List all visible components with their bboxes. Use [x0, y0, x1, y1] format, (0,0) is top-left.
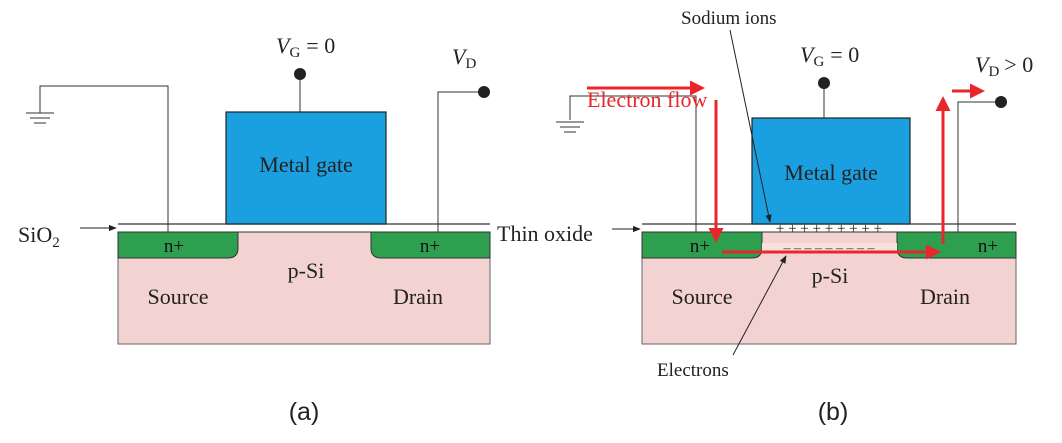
ground-symbol-b [556, 121, 584, 133]
caption-b: (b) [818, 398, 849, 426]
gate-label-b: Metal gate [784, 160, 877, 185]
caption-a: (a) [289, 398, 320, 426]
gate-label-a: Metal gate [259, 152, 352, 177]
n-region-drain-b [896, 231, 1017, 259]
panel-a: Metal gate VG= 0 VD SiO2 n+ n+ p-Si Sour… [18, 33, 491, 426]
drain-terminal-a [478, 86, 490, 98]
ground-symbol-a [26, 112, 54, 124]
source-wire-b [569, 95, 697, 232]
drain-wire-b [957, 101, 1000, 232]
vg-label-a: VG= 0 [276, 33, 335, 61]
gate-terminal-a [294, 68, 306, 80]
source-label-b: Source [671, 284, 732, 309]
substrate-label-a: p-Si [288, 258, 325, 283]
source-wire-a [39, 85, 169, 232]
n-left-label-b: n+ [690, 236, 710, 257]
n-right-label-b: n+ [978, 236, 998, 257]
metal-gate-b [751, 117, 911, 225]
inversion-channel-b [762, 243, 897, 252]
drain-wire-a [437, 91, 482, 232]
electrons-label-b: Electrons [657, 360, 729, 381]
vd-label-b: VD> 0 [975, 52, 1033, 80]
drain-label-a: Drain [393, 284, 443, 309]
n-left-label-a: n+ [164, 236, 184, 257]
vd-label-a: VD [452, 44, 476, 72]
metal-gate-a [225, 111, 387, 225]
n-region-drain-a [370, 231, 491, 259]
electrons-pointer [732, 255, 787, 356]
source-label-a: Source [147, 284, 208, 309]
sodium-ions-row-b: + + + + + + + + + [776, 221, 882, 237]
n-right-label-a: n+ [420, 236, 440, 257]
vg-label-b: VG= 0 [800, 42, 859, 70]
drain-terminal-b [995, 96, 1007, 108]
drain-label-b: Drain [920, 284, 970, 309]
n-region-source-a [117, 231, 239, 259]
sodium-ions-label-b: Sodium ions [681, 8, 777, 29]
substrate-label-b: p-Si [812, 263, 849, 288]
sio2-label-a: SiO2 [18, 222, 60, 251]
thin-oxide-label-b: Thin oxide [497, 221, 593, 246]
electrons-row-b: – – – – – – – – – [783, 241, 876, 256]
panel-b: – – – – – – – – – + + + + + + + + + Meta… [497, 8, 1033, 426]
sodium-ions-pointer [729, 29, 772, 223]
gate-terminal-b [818, 77, 830, 89]
electron-flow-label-b: Electron flow [587, 87, 707, 112]
